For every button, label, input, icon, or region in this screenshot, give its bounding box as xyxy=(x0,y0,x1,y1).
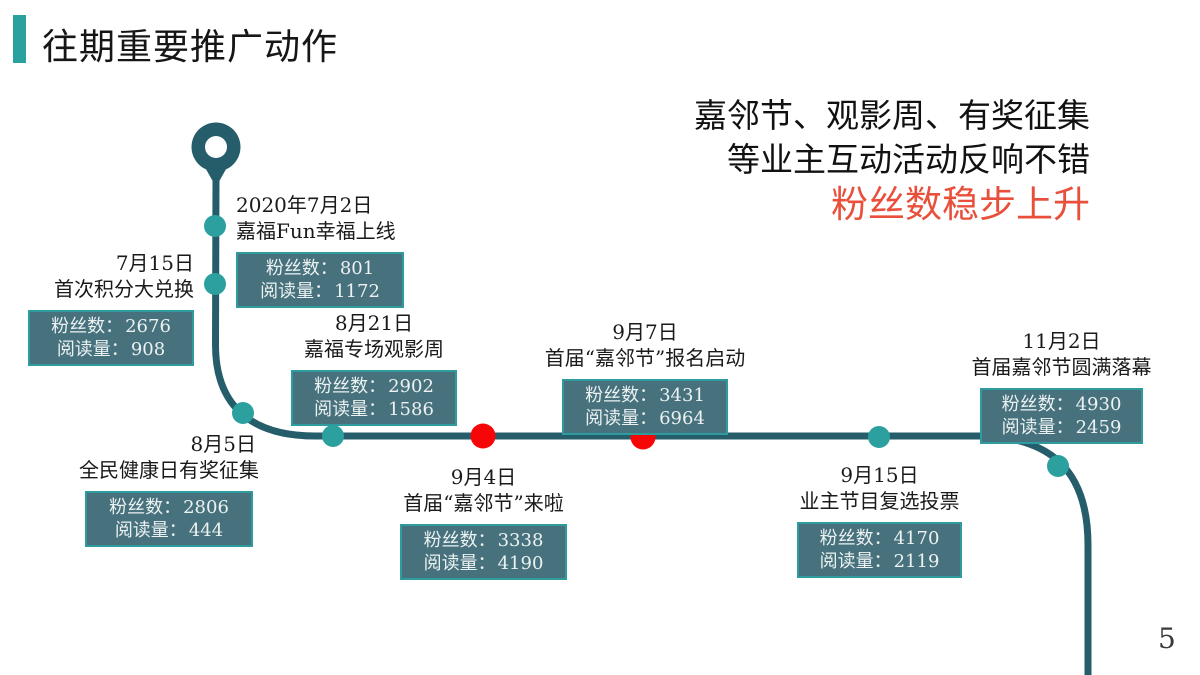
fans-label: 粉丝数： xyxy=(1001,394,1074,415)
event-date: 9月15日 xyxy=(840,463,919,487)
reads-value: 1172 xyxy=(334,281,380,302)
timeline-event-sep4: 9月4日 首届“嘉邻节”来啦 粉丝数：3338 阅读量：4190 xyxy=(400,464,567,580)
reads-value: 1586 xyxy=(388,399,434,420)
timeline-dot-sep15 xyxy=(868,426,890,448)
headline-line-red: 粉丝数稳步上升 xyxy=(831,183,1090,226)
timeline-dot-sep4 xyxy=(470,423,496,449)
event-stats-box: 粉丝数：3338 阅读量：4190 xyxy=(400,524,567,580)
reads-value: 2119 xyxy=(893,551,940,572)
location-pin-icon xyxy=(191,122,241,187)
event-stats-box: 粉丝数：4930 阅读量：2459 xyxy=(980,388,1143,444)
event-date: 8月21日 xyxy=(334,311,414,335)
reads-value: 908 xyxy=(130,339,166,360)
fans-value: 801 xyxy=(339,258,375,279)
fans-value: 2806 xyxy=(183,497,229,518)
timeline-event-sep7: 9月7日 首届“嘉邻节”报名启动 粉丝数：3431 阅读量：6964 xyxy=(545,319,745,435)
event-date: 9月4日 xyxy=(450,465,517,489)
fans-value: 4170 xyxy=(893,528,940,549)
fans-label: 粉丝数： xyxy=(265,258,338,279)
fans-label: 粉丝数： xyxy=(109,497,182,518)
event-title: 首届嘉邻节圆满落幕 xyxy=(971,355,1152,379)
reads-value: 4190 xyxy=(497,553,544,574)
event-title: 嘉福专场观影周 xyxy=(304,337,444,361)
event-date: 2020年7月2日 xyxy=(236,193,373,217)
title-accent-bar xyxy=(13,15,26,63)
event-date: 8月5日 xyxy=(190,432,256,456)
event-stats-box: 粉丝数：3431 阅读量：6964 xyxy=(562,379,728,435)
timeline-event-aug5: 8月5日 全民健康日有奖征集 粉丝数：2806 阅读量：444 xyxy=(78,431,260,547)
event-date: 9月7日 xyxy=(612,320,678,344)
timeline-event-sep15: 9月15日 业主节目复选投票 粉丝数：4170 阅读量：2119 xyxy=(797,462,962,578)
event-title: 嘉福Fun幸福上线 xyxy=(236,219,396,243)
event-stats-box: 粉丝数：4170 阅读量：2119 xyxy=(797,522,962,578)
event-title: 首次积分大兑换 xyxy=(54,277,194,301)
timeline-event-jul2: 2020年7月2日 嘉福Fun幸福上线 粉丝数：801 阅读量：1172 xyxy=(236,192,404,308)
fans-value: 3431 xyxy=(659,385,705,406)
timeline-dot-aug5 xyxy=(232,402,254,424)
page-title: 往期重要推广动作 xyxy=(42,27,339,68)
timeline-dot-jul2 xyxy=(204,215,226,237)
timeline-event-aug21: 8月21日 嘉福专场观影周 粉丝数：2902 阅读量：1586 xyxy=(291,310,457,426)
event-date: 7月15日 xyxy=(115,251,194,275)
fans-label: 粉丝数： xyxy=(819,528,892,549)
reads-label: 阅读量： xyxy=(260,281,333,302)
event-stats-box: 粉丝数：801 阅读量：1172 xyxy=(236,252,404,308)
event-date: 11月2日 xyxy=(1022,329,1101,353)
headline-line-1: 嘉邻节、观影周、有奖征集 xyxy=(694,96,1090,135)
reads-label: 阅读量： xyxy=(56,339,129,360)
headline-block: 嘉邻节、观影周、有奖征集 等业主互动活动反响不错 粉丝数稳步上升 xyxy=(694,94,1090,228)
reads-label: 阅读量： xyxy=(819,551,892,572)
reads-value: 6964 xyxy=(659,408,705,429)
event-title: 首届“嘉邻节”来啦 xyxy=(403,491,564,515)
timeline-dot-jul15 xyxy=(204,273,226,295)
timeline-event-jul15: 7月15日 首次积分大兑换 粉丝数：2676 阅读量：908 xyxy=(28,250,194,366)
reads-label: 阅读量： xyxy=(114,520,187,541)
timeline-event-nov2: 11月2日 首届嘉邻节圆满落幕 粉丝数：4930 阅读量：2459 xyxy=(972,328,1152,444)
reads-label: 阅读量： xyxy=(585,408,658,429)
reads-value: 2459 xyxy=(1075,417,1122,438)
event-stats-box: 粉丝数：2676 阅读量：908 xyxy=(28,310,194,366)
fans-label: 粉丝数： xyxy=(585,385,658,406)
timeline-dot-nov2 xyxy=(1047,455,1069,477)
event-title: 业主节目复选投票 xyxy=(799,489,960,513)
fans-value: 2676 xyxy=(125,316,171,337)
fans-label: 粉丝数： xyxy=(423,530,496,551)
reads-label: 阅读量： xyxy=(314,399,387,420)
fans-label: 粉丝数： xyxy=(314,376,387,397)
fans-value: 4930 xyxy=(1075,394,1122,415)
event-title: 全民健康日有奖征集 xyxy=(79,458,259,482)
event-stats-box: 粉丝数：2902 阅读量：1586 xyxy=(291,370,457,426)
reads-label: 阅读量： xyxy=(423,553,496,574)
headline-line-2: 等业主互动活动反响不错 xyxy=(727,140,1090,179)
fans-value: 3338 xyxy=(497,530,544,551)
fans-label: 粉丝数： xyxy=(51,316,124,337)
event-title: 首届“嘉邻节”报名启动 xyxy=(544,346,746,370)
timeline-dot-aug21 xyxy=(322,425,344,447)
page-number: 5 xyxy=(1158,622,1176,655)
reads-value: 444 xyxy=(188,520,224,541)
fans-value: 2902 xyxy=(388,376,434,397)
reads-label: 阅读量： xyxy=(1001,417,1074,438)
event-stats-box: 粉丝数：2806 阅读量：444 xyxy=(85,491,253,547)
